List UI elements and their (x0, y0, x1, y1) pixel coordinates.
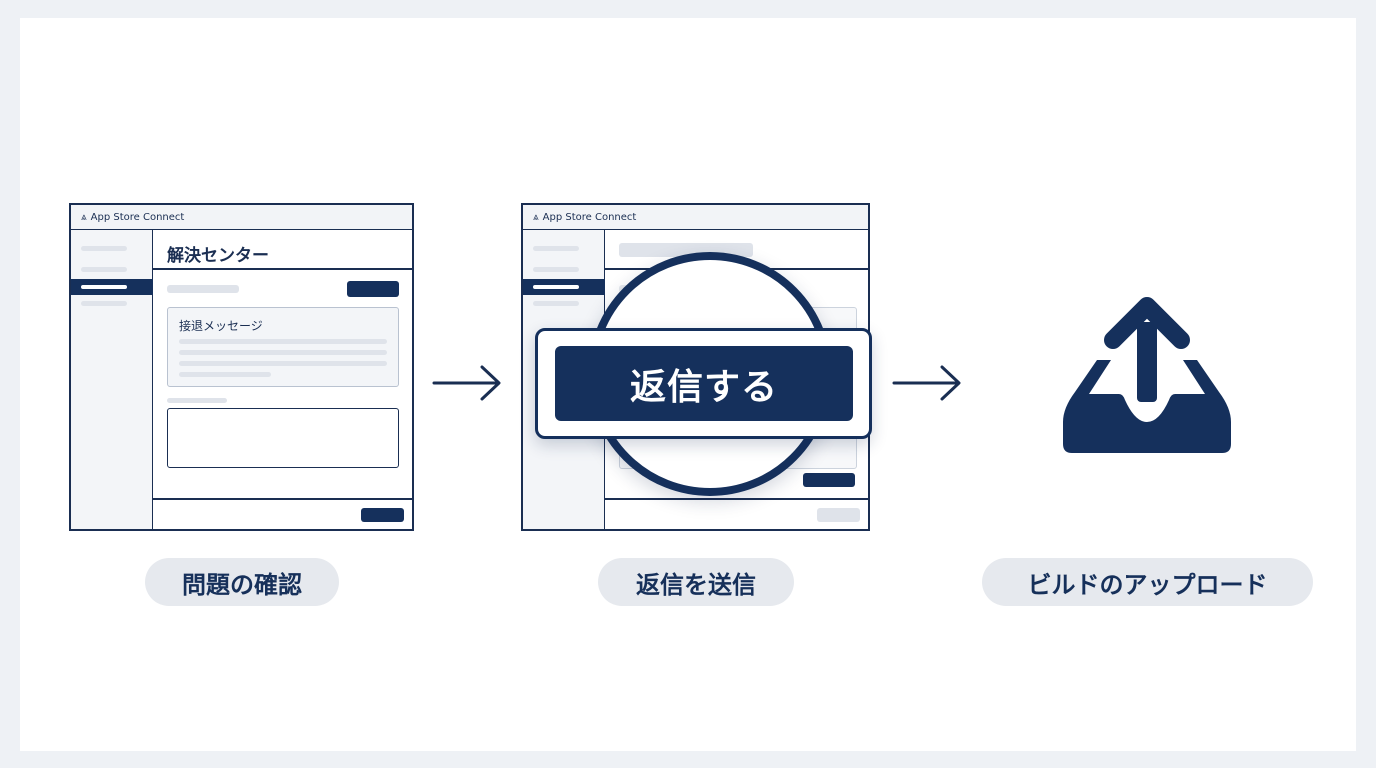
sidebar-item-active[interactable] (523, 279, 605, 295)
sidebar-item[interactable] (533, 301, 579, 306)
message-line (179, 339, 387, 344)
step1-window: ⩓App Store Connect 解決センター 接退メッセージ (69, 203, 414, 531)
screen-title: 解決センター (167, 246, 269, 266)
footer-divider (605, 498, 868, 500)
message-line (179, 361, 387, 366)
message-box: 接退メッセージ (167, 307, 399, 387)
submit-button[interactable] (817, 508, 860, 522)
message-line (179, 372, 271, 377)
action-button[interactable] (347, 281, 399, 297)
step2-window-titlebar: ⩓App Store Connect (523, 205, 868, 230)
step1-window-titlebar: ⩓App Store Connect (71, 205, 412, 230)
app-name: App Store Connect (90, 212, 185, 223)
app-store-logo-icon: ⩓ (533, 212, 539, 223)
sidebar-item[interactable] (533, 246, 579, 251)
message-line (179, 350, 387, 355)
sidebar-item[interactable] (81, 301, 127, 306)
header-divider (153, 268, 412, 270)
reply-button[interactable]: 返信する (555, 346, 853, 421)
step2-caption: 返信を送信 (598, 558, 794, 606)
canvas: ⩓App Store Connect 解決センター 接退メッセージ (20, 18, 1356, 751)
sidebar-item[interactable] (533, 267, 579, 272)
app-store-logo-icon: ⩓ (81, 212, 87, 223)
arrow-right-icon (892, 365, 961, 401)
sidebar-item[interactable] (81, 267, 127, 272)
step3-caption: ビルドのアップロード (982, 558, 1313, 606)
upload-tray-icon (1063, 297, 1231, 453)
action-button[interactable] (803, 473, 855, 487)
reply-input[interactable] (167, 408, 399, 468)
sidebar-item[interactable] (81, 246, 127, 251)
app-name: App Store Connect (542, 212, 637, 223)
step1-caption: 問題の確認 (145, 558, 339, 606)
step1-sidebar (71, 230, 153, 529)
submit-button[interactable] (361, 508, 404, 522)
placeholder-text (167, 285, 239, 293)
message-label: 接退メッセージ (179, 319, 263, 333)
sidebar-item-active[interactable] (71, 279, 153, 295)
field-label-placeholder (167, 398, 227, 403)
arrow-right-icon (432, 365, 501, 401)
footer-divider (153, 498, 412, 500)
